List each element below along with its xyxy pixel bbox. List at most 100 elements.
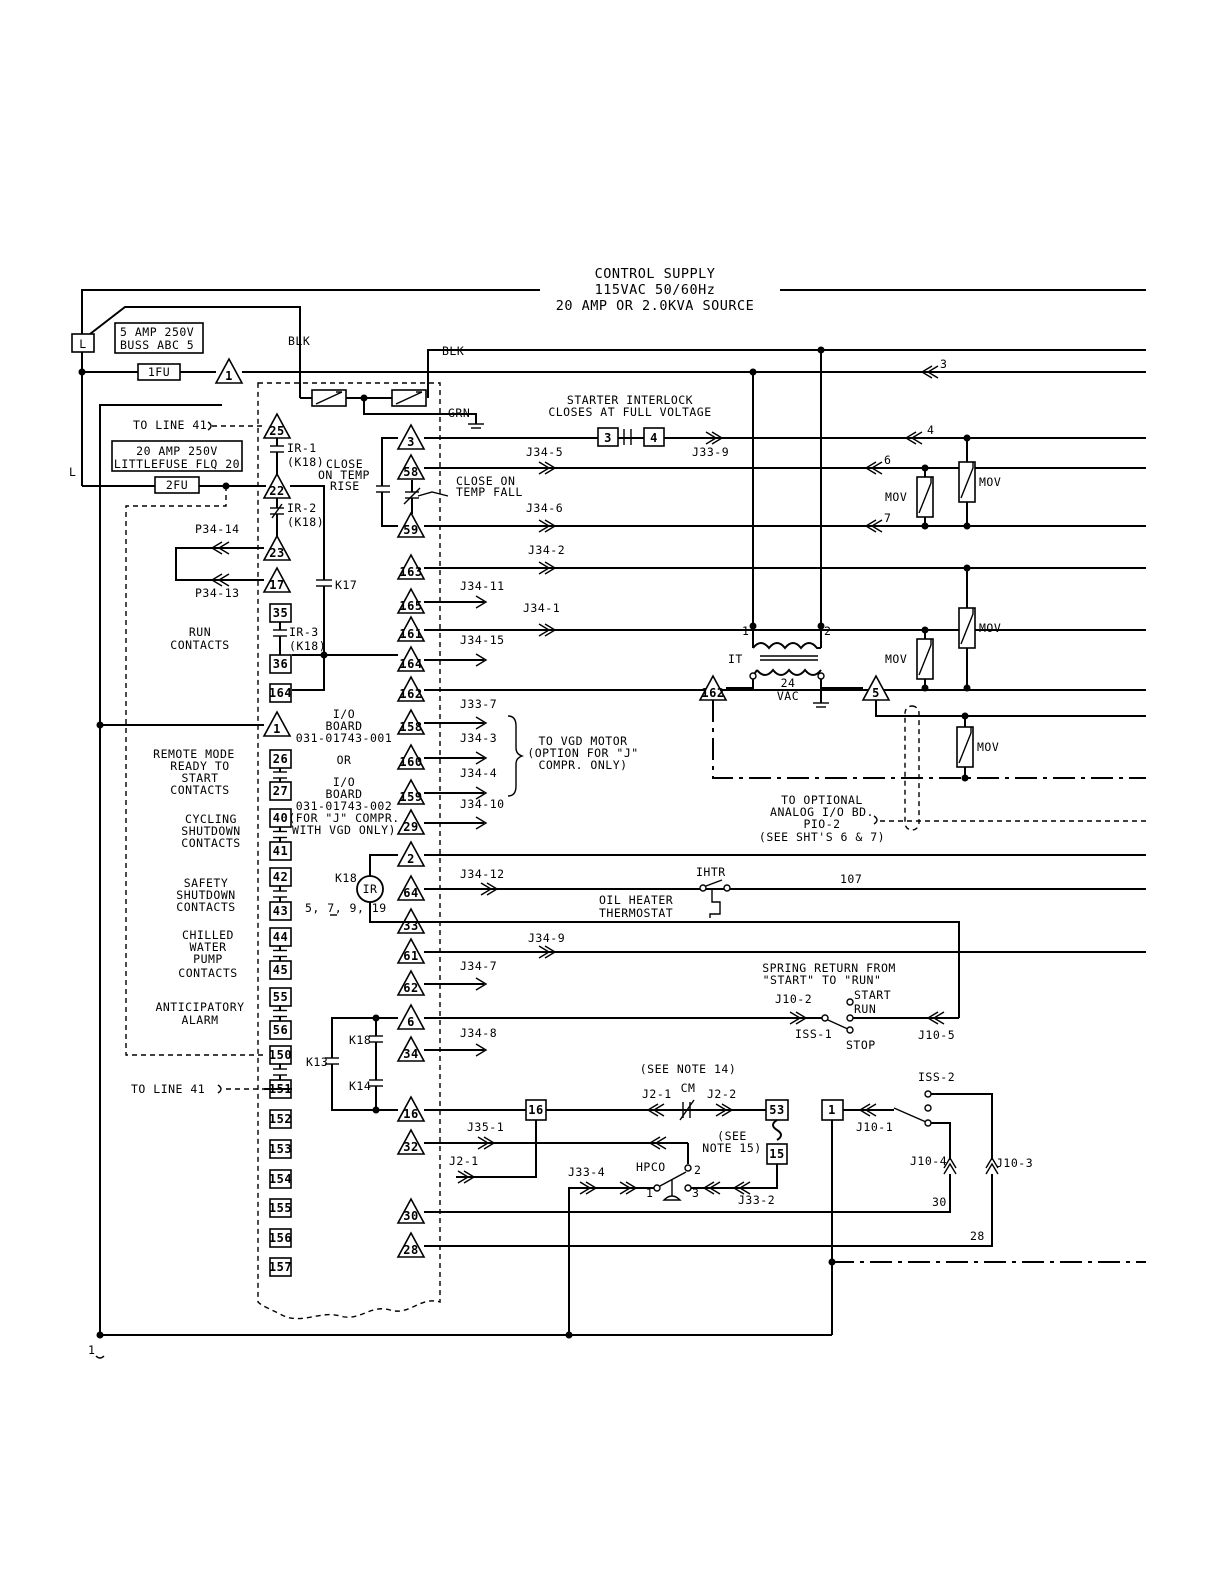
svg-text:(SEE: (SEE bbox=[717, 1129, 747, 1143]
terminal-42: 42 bbox=[269, 867, 292, 887]
svg-text:MOV: MOV bbox=[885, 490, 907, 504]
svg-text:159: 159 bbox=[399, 790, 422, 804]
supply-wiring: 3 bbox=[78, 289, 1146, 486]
svg-text:4: 4 bbox=[927, 423, 934, 437]
svg-text:152: 152 bbox=[269, 1112, 292, 1126]
svg-text:3: 3 bbox=[604, 431, 612, 445]
svg-text:1: 1 bbox=[646, 1186, 653, 1200]
svg-text:J34-4: J34-4 bbox=[460, 766, 497, 780]
svg-text:CONTACTS: CONTACTS bbox=[176, 900, 235, 914]
svg-text:START: START bbox=[854, 988, 891, 1002]
svg-text:53: 53 bbox=[769, 1103, 784, 1117]
control-board-outline bbox=[257, 382, 441, 1320]
svg-text:17: 17 bbox=[269, 578, 284, 592]
svg-text:7: 7 bbox=[884, 511, 891, 525]
fuse1-rating-1: 5 AMP 250V bbox=[120, 325, 194, 339]
svg-text:SHUTDOWN: SHUTDOWN bbox=[181, 824, 240, 838]
svg-text:I/O: I/O bbox=[333, 775, 355, 789]
shield-oval bbox=[904, 705, 920, 831]
terminal-30-right: 30 bbox=[396, 1197, 426, 1224]
l-terminal-label: L bbox=[79, 337, 86, 351]
svg-text:RISE: RISE bbox=[330, 479, 360, 493]
terminal-3-right: 3 bbox=[396, 423, 426, 450]
svg-text:ON TEMP: ON TEMP bbox=[318, 468, 370, 482]
svg-text:MOV: MOV bbox=[977, 740, 999, 754]
svg-text:27: 27 bbox=[273, 784, 288, 798]
svg-text:6: 6 bbox=[407, 1015, 415, 1029]
k17-wire bbox=[290, 485, 325, 580]
svg-text:P34-13: P34-13 bbox=[195, 586, 240, 600]
svg-text:WATER: WATER bbox=[189, 940, 226, 954]
svg-text:161: 161 bbox=[399, 627, 422, 641]
terminal-161-right: 161 bbox=[396, 615, 426, 642]
svg-text:2: 2 bbox=[407, 852, 415, 866]
svg-text:154: 154 bbox=[269, 1172, 292, 1186]
svg-text:K17: K17 bbox=[335, 578, 357, 592]
svg-text:TEMP FALL: TEMP FALL bbox=[456, 485, 523, 499]
transformer-it: 1 2 IT 24 VAC bbox=[728, 350, 831, 708]
svg-text:MOV: MOV bbox=[885, 652, 907, 666]
svg-text:1: 1 bbox=[273, 722, 281, 736]
svg-text:156: 156 bbox=[269, 1231, 292, 1245]
svg-text:16: 16 bbox=[528, 1103, 543, 1117]
iss2-section: 1 J10-1 ISS-2 J10-4 J10-3 30 28 bbox=[424, 1070, 1146, 1335]
terminal-27: 27 bbox=[269, 781, 292, 801]
fuse2-rating-box bbox=[111, 440, 243, 472]
svg-text:OR: OR bbox=[337, 753, 352, 767]
svg-text:61: 61 bbox=[403, 949, 418, 963]
svg-text:J34-1: J34-1 bbox=[523, 601, 560, 615]
svg-text:J34-12: J34-12 bbox=[460, 867, 505, 881]
supply-wire-top bbox=[81, 289, 540, 334]
oil-heater-thermostat: IHTR 107 OIL HEATER THERMOSTAT bbox=[599, 865, 862, 920]
svg-text:CONTACTS: CONTACTS bbox=[170, 638, 229, 652]
terminal-62-right: 62 bbox=[396, 969, 426, 996]
svg-text:IR-3: IR-3 bbox=[289, 625, 319, 639]
svg-text:44: 44 bbox=[273, 930, 288, 944]
svg-text:64: 64 bbox=[403, 886, 418, 900]
svg-text:COMPR. ONLY): COMPR. ONLY) bbox=[538, 758, 627, 772]
svg-text:J10-5: J10-5 bbox=[918, 1028, 955, 1042]
svg-text:3: 3 bbox=[407, 435, 415, 449]
svg-text:3: 3 bbox=[692, 1186, 699, 1200]
title-block: CONTROL SUPPLY 115VAC 50/60Hz 20 AMP OR … bbox=[556, 266, 754, 314]
svg-text:STARTER INTERLOCK: STARTER INTERLOCK bbox=[567, 393, 693, 407]
svg-text:1: 1 bbox=[225, 369, 233, 383]
svg-text:15: 15 bbox=[769, 1147, 784, 1161]
right-connector-wires: J34-6J34-2J34-11J34-1J34-15J33-7J34-3J34… bbox=[424, 423, 1146, 1057]
svg-text:58: 58 bbox=[403, 465, 418, 479]
to-line-41-bottom: TO LINE 41 bbox=[131, 1082, 205, 1096]
svg-text:J33-2: J33-2 bbox=[738, 1193, 775, 1207]
svg-text:J34-7: J34-7 bbox=[460, 959, 497, 973]
svg-text:NOTE 15): NOTE 15) bbox=[702, 1141, 761, 1155]
svg-text:59: 59 bbox=[403, 523, 418, 537]
title-line-3: 20 AMP OR 2.0KVA SOURCE bbox=[556, 298, 754, 314]
svg-text:41: 41 bbox=[273, 844, 288, 858]
terminal-162-right: 162 bbox=[396, 675, 426, 702]
svg-text:031-01743-002: 031-01743-002 bbox=[296, 799, 393, 813]
svg-text:HPCO: HPCO bbox=[636, 1160, 666, 1174]
blk-wire-2 bbox=[427, 349, 1146, 398]
svg-text:45: 45 bbox=[273, 963, 288, 977]
svg-text:PUMP: PUMP bbox=[193, 952, 223, 966]
svg-text:CONTACTS: CONTACTS bbox=[178, 966, 237, 980]
svg-text:1: 1 bbox=[828, 1103, 836, 1117]
svg-text:J2-2: J2-2 bbox=[707, 1087, 737, 1101]
svg-text:55: 55 bbox=[273, 990, 288, 1004]
ir-contacts: IR-1 (K18) IR-2 (K18) IR-3 (K18) bbox=[270, 438, 326, 656]
svg-text:(FOR "J" COMPR.: (FOR "J" COMPR. bbox=[288, 811, 399, 825]
svg-text:28: 28 bbox=[403, 1243, 418, 1257]
svg-text:(K18): (K18) bbox=[289, 639, 326, 653]
terminal-43: 43 bbox=[269, 901, 292, 921]
terminal-45: 45 bbox=[269, 960, 292, 980]
starter-interlock: STARTER INTERLOCK CLOSES AT FULL VOLTAGE… bbox=[526, 393, 729, 459]
svg-text:J33-9: J33-9 bbox=[692, 445, 729, 459]
terminal-58-right: 58 bbox=[396, 453, 426, 480]
svg-text:2: 2 bbox=[824, 624, 831, 638]
svg-text:(SEE SHT'S 6 & 7): (SEE SHT'S 6 & 7) bbox=[759, 830, 885, 844]
svg-text:J34-5: J34-5 bbox=[526, 445, 563, 459]
terminal-35: 35 bbox=[269, 603, 292, 623]
svg-text:162: 162 bbox=[701, 686, 724, 700]
terminal-6-right: 6 bbox=[396, 1003, 426, 1030]
